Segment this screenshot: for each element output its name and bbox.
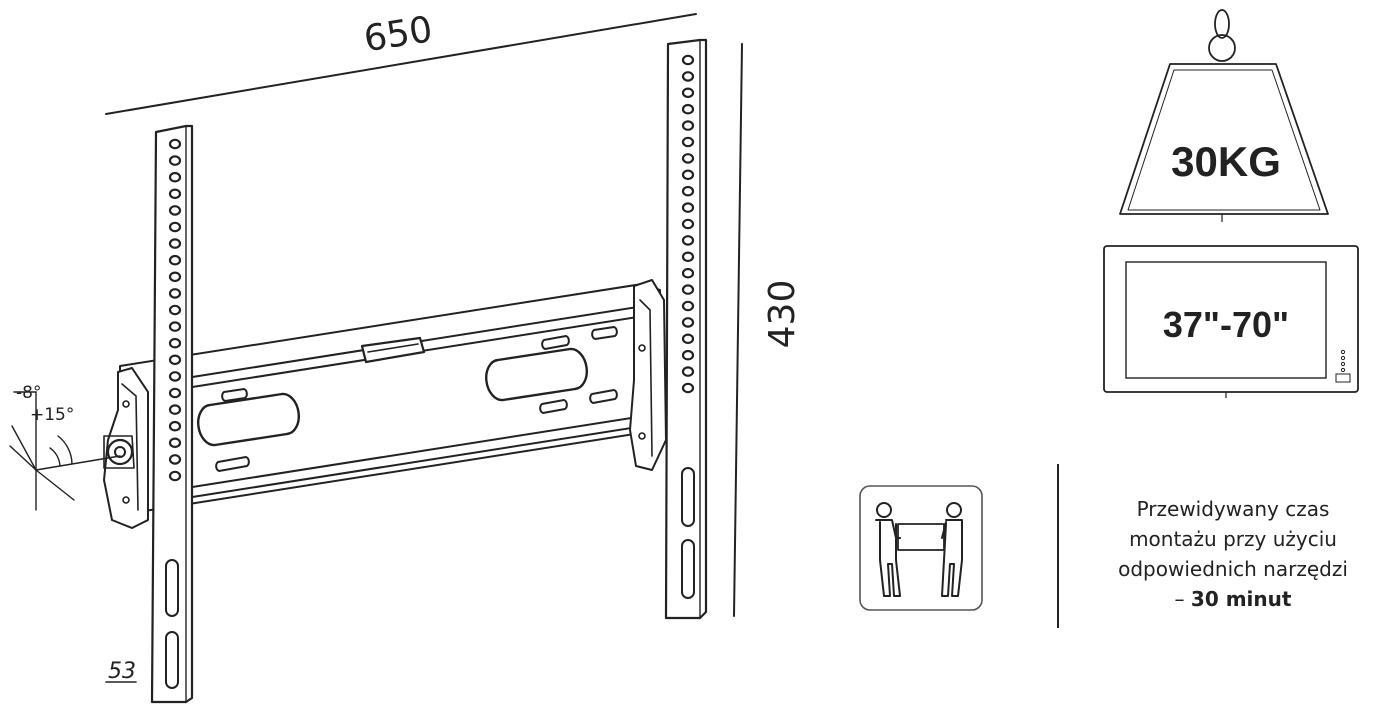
caption-line-1: Przewidywany czas — [1136, 497, 1330, 521]
left-arm-hole — [168, 138, 182, 150]
left-arm-hole — [168, 238, 182, 249]
tilt-up-label: +15° — [30, 405, 74, 425]
left-arm-hole — [168, 271, 182, 283]
horizontal-rail — [119, 283, 661, 513]
installation-time-value: 30 minut — [1190, 587, 1292, 611]
right-arm-hole — [681, 382, 695, 394]
left-arm-hole — [168, 205, 182, 216]
right-arm-hole — [681, 103, 695, 115]
left-arm-hole — [168, 404, 182, 415]
right-arm-hole — [681, 185, 695, 197]
left-arm-hole — [168, 470, 182, 482]
right-arm-hole — [681, 71, 695, 82]
right-vertical-arm — [664, 38, 708, 620]
right-arm-hole — [681, 202, 695, 213]
left-arm-hole — [168, 371, 182, 382]
right-tilt-mechanism — [629, 279, 667, 471]
right-arm-hole — [681, 120, 695, 131]
left-arm-hole — [168, 337, 182, 349]
right-arm-hole — [681, 54, 695, 66]
caption-line-4: – 30 minut — [1088, 584, 1378, 614]
width-dimension-line — [105, 13, 697, 115]
two-person-lift-icon — [859, 485, 983, 611]
right-arm-hole — [681, 300, 695, 312]
max-weight-label: 30KG — [1171, 138, 1281, 185]
left-arm-hole — [168, 437, 182, 449]
right-arm-hole — [681, 267, 695, 279]
left-arm-hole — [168, 420, 182, 432]
left-arm-hole — [168, 354, 182, 366]
left-arm-hole — [168, 171, 182, 183]
right-arm-hole — [681, 136, 695, 148]
left-arm-hole — [168, 155, 182, 166]
tilt-angle-indicator — [9, 391, 121, 511]
screen-size-label: 37"-70" — [1163, 304, 1289, 345]
left-arm-hole — [168, 454, 182, 465]
right-arm-hole — [681, 317, 695, 328]
tv-screen-icon — [1103, 245, 1359, 398]
caption-line-2: montażu przy użyciu — [1129, 527, 1337, 551]
left-arm-hole — [168, 221, 182, 233]
tv-wall-mount-bracket-icon — [9, 13, 743, 704]
caption-line-3: odpowiednich narzędzi — [1118, 557, 1348, 581]
right-arm-hole — [681, 235, 695, 246]
right-arm-hole — [681, 349, 695, 361]
left-tilt-mechanism — [103, 367, 149, 529]
installation-time-caption: Przewidywany czas montażu przy użyciu od… — [1088, 494, 1378, 614]
tilt-down-label: -8° — [16, 383, 41, 403]
height-dimension-line — [733, 43, 743, 617]
right-arm-hole — [681, 333, 695, 345]
width-dimension-label: 650 — [361, 9, 435, 60]
right-arm-hole — [681, 284, 695, 295]
caption-dash: – — [1174, 587, 1191, 611]
left-arm-hole — [168, 288, 182, 299]
left-arm-hole — [168, 188, 182, 200]
right-arm-hole — [681, 169, 695, 181]
right-arm-hole — [681, 153, 695, 164]
left-arm-hole — [168, 387, 182, 399]
right-arm-hole — [681, 218, 695, 230]
left-arm-hole — [168, 321, 182, 332]
right-arm-hole — [681, 251, 695, 263]
right-arm-hole — [681, 366, 695, 377]
depth-dimension-label: 53 — [108, 659, 136, 684]
weight-icon — [1119, 9, 1329, 222]
right-arm-holes — [681, 54, 695, 394]
left-arm-holes — [168, 138, 182, 482]
right-arm-hole — [681, 87, 695, 99]
left-arm-hole — [168, 304, 182, 316]
height-dimension-label: 430 — [762, 280, 803, 349]
left-arm-hole — [168, 254, 182, 266]
